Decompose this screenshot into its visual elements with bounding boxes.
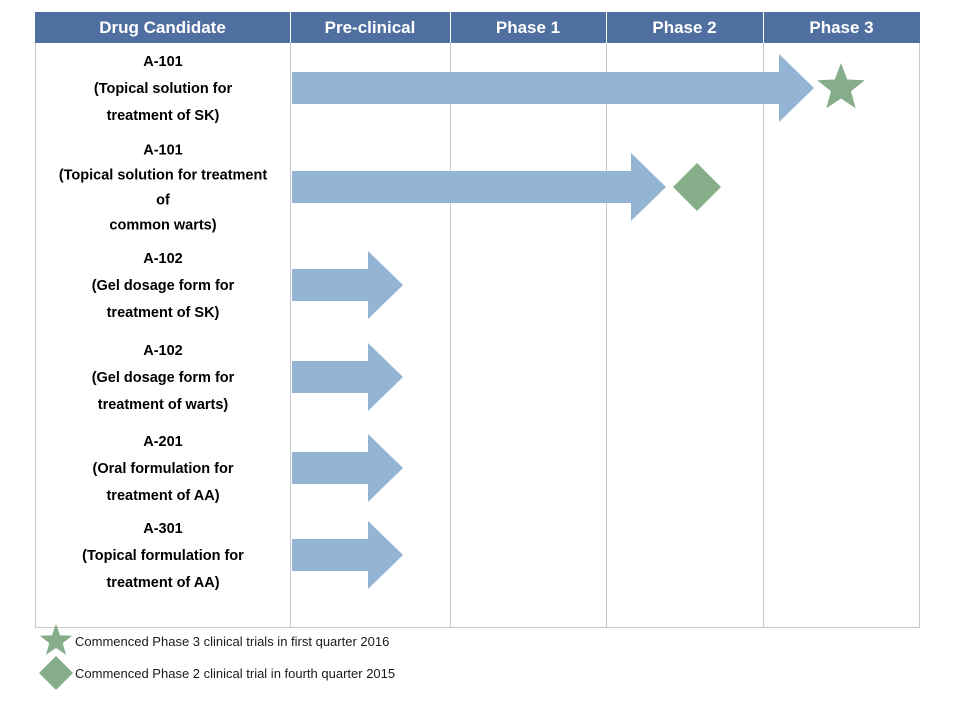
progress-arrow <box>292 54 814 122</box>
header-row: Drug Candidate Pre-clinical Phase 1 Phase 2… <box>35 12 920 43</box>
progress-arrows <box>292 54 814 589</box>
candidate-labels: A-101 (Topical solution for treatment of S… <box>59 54 268 591</box>
candidate-label-line: treatment of AA) <box>106 575 219 591</box>
legend-star-icon <box>39 624 73 655</box>
column-header: Phase 3 <box>809 18 873 37</box>
legend-label: Commenced Phase 2 clinical trial in four… <box>75 666 395 681</box>
candidate-label-line: (Topical solution for treatment <box>59 168 268 184</box>
progress-arrow <box>292 153 666 221</box>
grid <box>35 12 920 628</box>
progress-arrow <box>292 251 403 319</box>
progress-arrow <box>292 343 403 411</box>
candidate-label-line: A-201 <box>143 434 183 450</box>
legend-label: Commenced Phase 3 clinical trials in fir… <box>75 634 389 649</box>
candidate-label-line: (Topical solution for <box>94 81 233 97</box>
column-header: Phase 2 <box>652 18 716 37</box>
candidate-label-line: treatment of AA) <box>106 488 219 504</box>
legend: Commenced Phase 3 clinical trials in fir… <box>39 624 395 690</box>
column-header: Pre-clinical <box>325 18 416 37</box>
column-header: Phase 1 <box>496 18 560 37</box>
candidate-label-line: of <box>156 193 170 209</box>
candidate-label-line: (Oral formulation for <box>93 461 234 477</box>
header-band <box>35 12 920 43</box>
progress-arrow <box>292 521 403 589</box>
candidate-label-line: (Gel dosage form for <box>92 278 235 294</box>
candidate-label-line: A-101 <box>143 143 183 159</box>
candidate-label-line: A-102 <box>143 343 183 359</box>
legend-diamond-icon <box>39 656 73 690</box>
progress-arrow <box>292 434 403 502</box>
candidate-label-line: treatment of SK) <box>107 305 220 321</box>
candidate-label-line: common warts) <box>109 218 216 234</box>
candidate-label-line: A-301 <box>143 521 183 537</box>
candidate-label-line: treatment of SK) <box>107 108 220 124</box>
candidate-label-line: A-101 <box>143 54 183 70</box>
candidate-label-line: (Topical formulation for <box>82 548 244 564</box>
milestones <box>673 63 865 211</box>
star-icon <box>817 63 865 109</box>
candidate-label-line: treatment of warts) <box>98 397 229 413</box>
candidate-label-line: A-102 <box>143 251 183 267</box>
column-header: Drug Candidate <box>99 18 226 37</box>
diamond-icon <box>673 163 721 211</box>
candidate-label-line: (Gel dosage form for <box>92 370 235 386</box>
table-frame <box>35 12 920 628</box>
